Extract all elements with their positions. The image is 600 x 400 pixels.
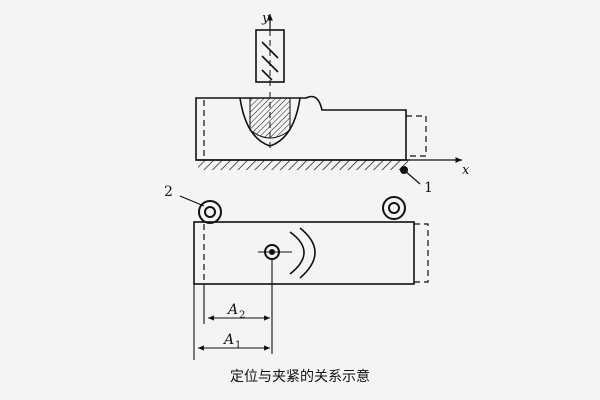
dimension-a1-label: A 1 — [222, 332, 241, 351]
y-axis-label: y — [261, 11, 270, 26]
upper-workpiece — [195, 92, 427, 161]
callout-1-leader — [400, 166, 421, 185]
dimension-lines — [193, 260, 273, 360]
locating-pin-left — [198, 200, 222, 224]
dim-a2-letter: A — [226, 302, 238, 318]
dimension-a2-label: A 2 — [226, 302, 245, 321]
callout-2-leader — [179, 195, 205, 207]
callout-2-label: 2 — [164, 184, 173, 200]
x-axis-label: x — [462, 163, 470, 178]
lower-workpiece — [193, 221, 429, 285]
callout-1-label: 1 — [424, 180, 433, 196]
dim-a1-letter: A — [222, 332, 234, 348]
dim-a1-subscript: 1 — [235, 340, 241, 351]
base-support — [196, 159, 410, 170]
dim-a2-subscript: 2 — [239, 310, 245, 321]
drill-tool — [255, 29, 285, 90]
figure-caption: 定位与夹紧的关系示意 — [230, 369, 370, 385]
locating-pin-right — [382, 196, 406, 220]
